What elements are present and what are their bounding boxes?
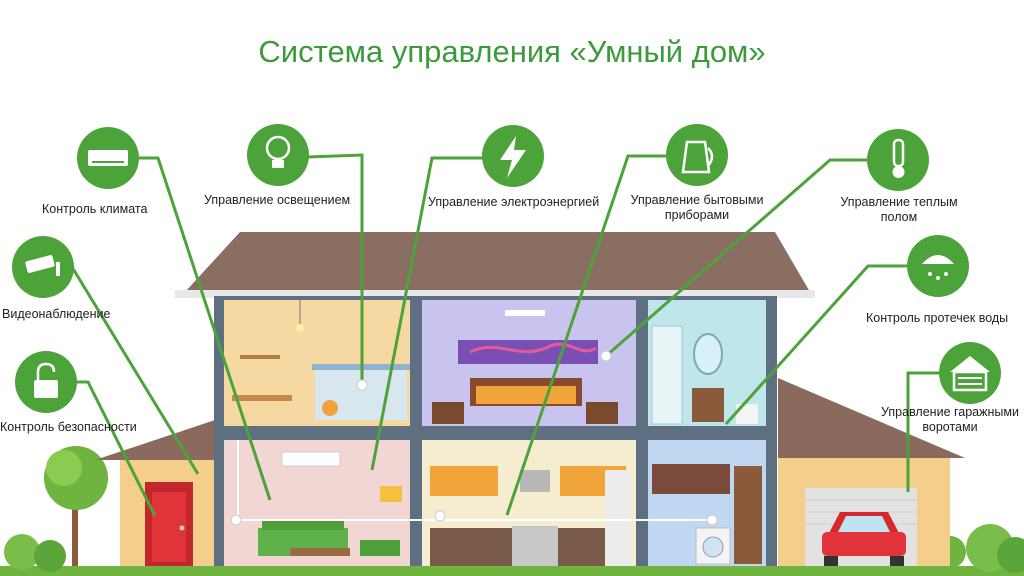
label-security: Контроль безопасности <box>0 420 137 434</box>
label-garage: Управление гаражными воротами <box>881 405 1019 434</box>
label-climate: Контроль климата <box>42 202 148 216</box>
icon-circle-floor-heating[interactable] <box>867 129 929 191</box>
kettle-icon <box>681 140 714 174</box>
label-floor-heating: Управление теплым полом <box>840 195 958 224</box>
light-bulb-icon <box>265 135 291 168</box>
car <box>822 512 906 566</box>
shower-icon <box>922 255 954 280</box>
icon-circle-security[interactable] <box>15 351 77 413</box>
label-electricity: Управление электроэнергией <box>428 195 600 209</box>
icon-circle-appliances[interactable] <box>666 124 728 186</box>
label-lighting: Управление освещением <box>204 193 351 207</box>
icon-circle-electricity[interactable] <box>482 125 544 187</box>
label-leaks: Контроль протечек воды <box>866 311 1009 325</box>
icon-circle-lighting[interactable] <box>247 124 309 186</box>
label-video: Видеонаблюдение <box>2 307 111 321</box>
right-garage <box>778 378 965 566</box>
garage-icon <box>950 356 990 392</box>
air-conditioner-icon <box>88 150 128 166</box>
page-title: Система управления «Умный дом» <box>258 34 766 69</box>
lightning-icon <box>500 136 526 178</box>
thermometer-icon <box>892 138 905 178</box>
left-annex <box>95 420 215 566</box>
lock-icon <box>34 362 58 398</box>
tree-left <box>44 446 108 566</box>
roof <box>185 232 810 292</box>
ground <box>0 566 1024 576</box>
label-appliances: Управление бытовыми приборами <box>630 193 764 222</box>
icon-circle-climate[interactable] <box>77 127 139 189</box>
icon-circle-video[interactable] <box>12 236 74 298</box>
camera-icon <box>25 255 60 276</box>
icon-circle-leaks[interactable] <box>907 235 969 297</box>
bushes <box>4 524 1024 573</box>
icon-circle-garage[interactable] <box>939 342 1001 404</box>
